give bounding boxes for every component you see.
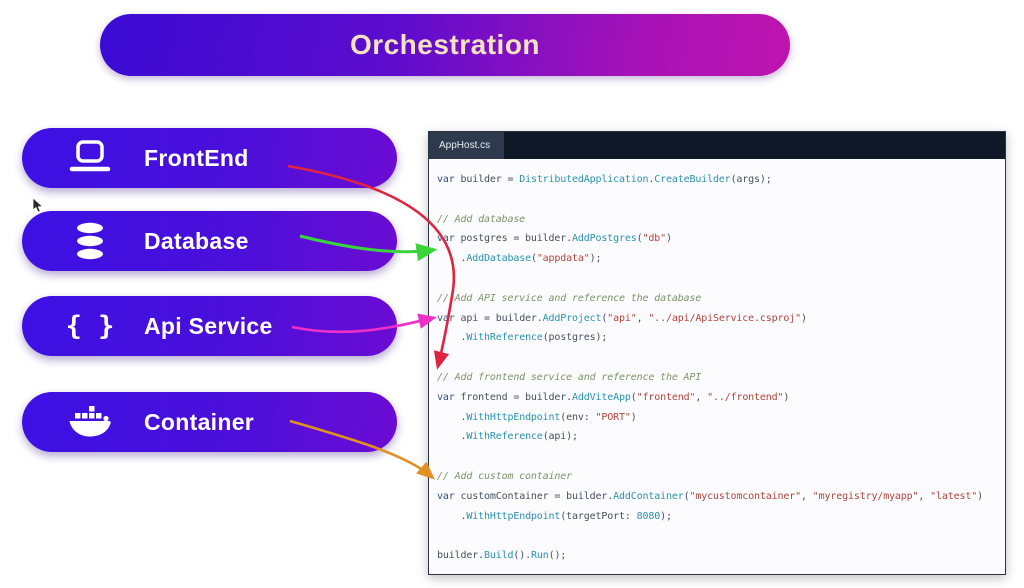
database-icon <box>62 221 118 261</box>
code-line: var postgres = builder.AddPostgres("db") <box>437 233 672 245</box>
code-line: var builder = DistributedApplication.Cre… <box>437 174 772 185</box>
code-line: .WithHttpEndpoint(targetPort: 8080); <box>437 510 672 522</box>
api-service-button-label: Api Service <box>144 312 273 339</box>
code-line: var frontend = builder.AddViteApp("front… <box>437 391 790 403</box>
code-editor-window: AppHost.cs var builder = DistributedAppl… <box>428 131 1006 575</box>
editor-tab-bar: AppHost.cs <box>429 132 1005 159</box>
api-service-button[interactable]: { } Api Service <box>22 296 397 356</box>
tab-label: AppHost.cs <box>439 140 491 151</box>
code-line <box>437 269 1001 289</box>
title-banner: Orchestration <box>100 14 790 76</box>
code-line: // Add API service and reference the dat… <box>437 292 702 304</box>
code-line: // Add database <box>437 213 526 225</box>
code-line: // Add frontend service and reference th… <box>437 371 702 383</box>
frontend-button-label: FrontEnd <box>144 144 249 171</box>
laptop-icon <box>62 140 118 176</box>
code-line: var customContainer = builder.AddContain… <box>437 490 984 502</box>
code-line <box>437 526 1001 546</box>
container-button[interactable]: Container <box>22 392 397 452</box>
code-line: builder.Build().Run(); <box>437 550 567 562</box>
frontend-button[interactable]: FrontEnd <box>22 128 397 188</box>
docker-whale-icon <box>62 404 118 440</box>
code-line <box>437 447 1001 467</box>
code-area[interactable]: var builder = DistributedApplication.Cre… <box>429 159 1005 566</box>
braces-glyph: { } <box>65 310 115 342</box>
database-button[interactable]: Database <box>22 211 397 271</box>
page-title: Orchestration <box>349 29 541 60</box>
mouse-cursor <box>32 198 44 213</box>
braces-icon: { } <box>62 313 118 340</box>
code-line: .AddDatabase("appdata"); <box>437 253 602 265</box>
tab-apphost-cs[interactable]: AppHost.cs <box>429 132 505 159</box>
code-line: // Add custom container <box>437 470 573 482</box>
container-button-label: Container <box>144 408 255 435</box>
code-line: .WithHttpEndpoint(env: "PORT") <box>437 411 637 423</box>
database-button-label: Database <box>144 227 249 254</box>
code-line <box>437 348 1001 368</box>
code-line <box>437 190 1001 210</box>
code-line: var api = builder.AddProject("api", "../… <box>437 312 807 324</box>
code-line: .WithReference(postgres); <box>437 332 608 344</box>
code-line: .WithReference(api); <box>437 431 578 443</box>
